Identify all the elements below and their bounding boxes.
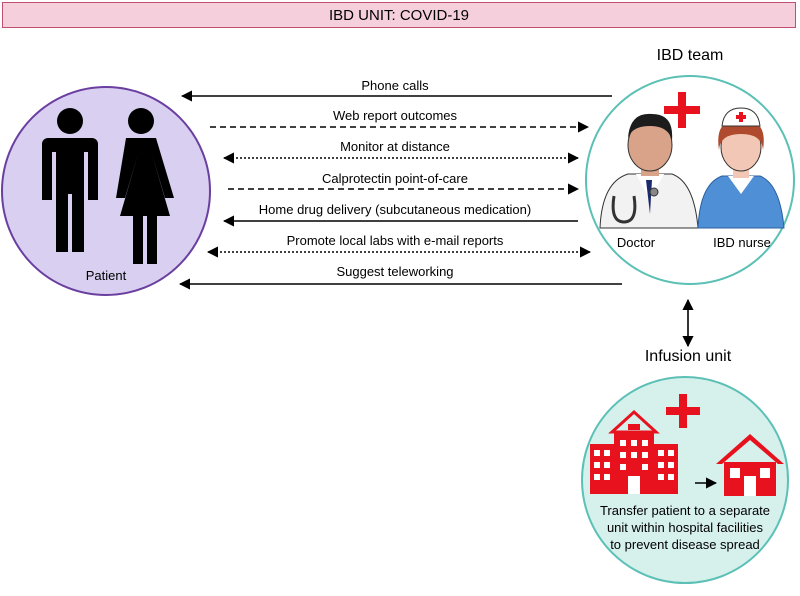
arrow-label: Home drug delivery (subcutaneous medicat… bbox=[259, 202, 531, 217]
ibd-team-node: Doctor IBD nurse bbox=[585, 75, 795, 285]
arrow-label: Calprotectin point-of-care bbox=[322, 171, 468, 186]
infusion-unit-heading: Infusion unit bbox=[645, 348, 732, 365]
arrow-label: Web report outcomes bbox=[333, 108, 458, 123]
infusion-unit-node: Transfer patient to a separate unit with… bbox=[581, 376, 789, 584]
nurse-label: IBD nurse bbox=[713, 235, 771, 250]
arrow-label: Suggest teleworking bbox=[336, 264, 453, 279]
doctor-label: Doctor bbox=[617, 235, 656, 250]
hospital-windows bbox=[594, 440, 674, 494]
arrow-home-drug-delivery: Home drug delivery (subcutaneous medicat… bbox=[222, 202, 578, 227]
red-cross-icon bbox=[666, 394, 700, 428]
arrow-label: Monitor at distance bbox=[340, 139, 450, 154]
doctor-icon bbox=[599, 113, 699, 229]
patient-circle bbox=[1, 86, 211, 296]
arrow-phone-calls: Phone calls bbox=[180, 78, 612, 102]
ibd-team-heading: IBD team bbox=[657, 47, 724, 64]
arrow-calprotectin: Calprotectin point-of-care bbox=[228, 171, 580, 195]
infusion-caption-line-1: Transfer patient to a separate bbox=[600, 503, 770, 518]
title-text: IBD UNIT: COVID-19 bbox=[328, 6, 470, 24]
woman-icon bbox=[116, 108, 174, 264]
arrow-label: Promote local labs with e-mail reports bbox=[287, 233, 504, 248]
arrow-label: Phone calls bbox=[361, 78, 429, 93]
house-windows bbox=[730, 468, 770, 496]
man-icon bbox=[42, 108, 98, 252]
arrow-promote-local-labs: Promote local labs with e-mail reports bbox=[206, 233, 592, 258]
arrow-web-report-outcomes: Web report outcomes bbox=[210, 108, 590, 133]
patient-label: Patient bbox=[86, 268, 127, 283]
infusion-caption-line-2: unit within hospital facilities bbox=[607, 520, 764, 535]
infusion-caption-line-3: to prevent disease spread bbox=[610, 537, 760, 552]
patient-node: Patient bbox=[1, 86, 211, 296]
arrow-monitor-at-distance: Monitor at distance bbox=[222, 139, 580, 164]
title-bar: IBD UNIT: COVID-19 bbox=[2, 2, 796, 28]
arrow-suggest-teleworking: Suggest teleworking bbox=[178, 264, 622, 290]
red-cross-icon bbox=[664, 92, 700, 128]
nurse-icon bbox=[697, 107, 785, 229]
